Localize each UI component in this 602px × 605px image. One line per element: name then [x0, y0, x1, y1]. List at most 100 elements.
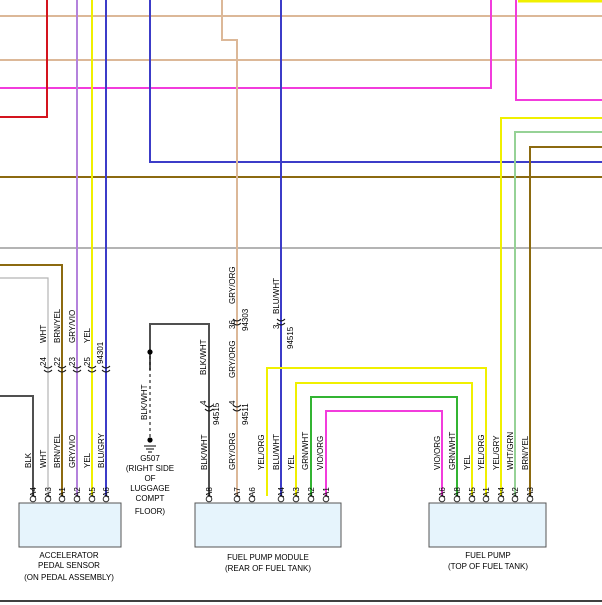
- pin-terminal: [73, 495, 81, 503]
- upper-connector-labels: 24 WHT 22 BRN/YEL 23 GRY/VIO 25 YEL 9430…: [39, 266, 295, 366]
- wire-label: GRY/ORG: [228, 432, 237, 470]
- pin-label: A3: [526, 487, 535, 497]
- pin-label: A1: [58, 487, 67, 497]
- connector-id-label: 94511: [241, 403, 250, 425]
- pin-terminal: [307, 495, 315, 503]
- ground-id: G507: [140, 454, 160, 463]
- ground-desc: OF: [144, 474, 155, 483]
- connector-pin-label: 4: [199, 400, 208, 405]
- fp-pin-labels: A6 A8 A5 A1 A4 A2 A3 VIO/ORG GRN/WHT YEL…: [433, 432, 535, 497]
- fuel-pump-box: [428, 502, 547, 548]
- pin-terminal: [58, 495, 66, 503]
- connector-pin-label: 24: [39, 357, 48, 366]
- inline-connector-symbol: [57, 365, 67, 373]
- pin-terminal: [438, 495, 446, 503]
- pin-label: A4: [277, 487, 286, 497]
- accelerator-pin-labels: A4 A3 A1 A2 A5 A6 BLK WHT BRN/YEL GRY/VI…: [24, 432, 111, 497]
- lower-connector-labels: BLK/WHT 4 94515 GRY/ORG 4 94511: [199, 339, 250, 425]
- ground-icon: [144, 445, 156, 453]
- ground-desc: (RIGHT SIDE: [126, 464, 174, 473]
- connector-pin-label: 4: [228, 400, 237, 405]
- wire-black-acc: [0, 395, 34, 496]
- wire-label: GRY/VIO: [68, 435, 77, 468]
- component-name: PEDAL SENSOR: [38, 561, 100, 570]
- wire-pink-loop: [0, 0, 492, 89]
- component-name: FUEL PUMP: [465, 551, 511, 560]
- pin-terminal: [511, 495, 519, 503]
- wire-yellow-right: [500, 117, 602, 496]
- connector-pin-label: 3: [272, 324, 281, 329]
- pin-terminal: [468, 495, 476, 503]
- pin-terminal: [526, 495, 534, 503]
- wire-red: [0, 0, 48, 118]
- connector-wire-label: BLK/WHT: [199, 339, 208, 375]
- pin-label: A8: [205, 487, 214, 497]
- pin-label: A6: [102, 487, 111, 497]
- pin-terminal: [248, 495, 256, 503]
- inline-connector-symbol: [72, 365, 82, 373]
- pin-terminal: [205, 495, 213, 503]
- wire-label: WHT/GRN: [506, 432, 515, 470]
- wire-label: GRN/WHT: [448, 432, 457, 470]
- accelerator-box: [18, 502, 122, 548]
- pin-label: A2: [73, 487, 82, 497]
- pin-label: A6: [248, 487, 257, 497]
- ground-labels: BLK/WHT G507 (RIGHT SIDE OF LUGGAGE COMP…: [126, 384, 174, 516]
- pin-terminal: [292, 495, 300, 503]
- wire-label: YEL: [83, 452, 92, 468]
- connector-wire-label: BRN/YEL: [53, 308, 62, 343]
- ground-wire-label: BLK/WHT: [140, 384, 149, 420]
- wire-label: BLK: [24, 452, 33, 468]
- pin-terminal: [44, 495, 52, 503]
- component-location: (TOP OF FUEL TANK): [448, 562, 528, 571]
- connector-wire-label: BLU/WHT: [272, 278, 281, 314]
- pin-label: A1: [322, 487, 331, 497]
- connector-pin-label: 36: [228, 320, 237, 329]
- connector-pin-label: 23: [68, 357, 77, 366]
- component-name: FUEL PUMP MODULE: [227, 553, 309, 562]
- pin-label: A6: [438, 487, 447, 497]
- fuel-pump-module-box: [194, 502, 342, 548]
- pin-terminal: [453, 495, 461, 503]
- inline-connector-symbol: [232, 318, 242, 326]
- ground-desc: FLOOR): [135, 507, 166, 516]
- wire-tan-vertical: [221, 0, 238, 496]
- upper-harness: [0, 0, 602, 496]
- connector-id-label: 94301: [96, 341, 105, 364]
- inline-connector-symbol: [101, 365, 111, 373]
- wire-label: WHT: [39, 450, 48, 468]
- wire-label: VIO/ORG: [433, 436, 442, 470]
- wire-lightgreen-right: [514, 131, 602, 496]
- ground-lead: [144, 349, 156, 453]
- pin-terminal: [88, 495, 96, 503]
- wire-grnwht: [310, 396, 458, 496]
- pin-label: A4: [29, 487, 38, 497]
- ground-desc: COMPT: [136, 494, 165, 503]
- fuel-wires: [149, 0, 487, 496]
- wire-label: BLK/WHT: [200, 434, 209, 470]
- wire-label: YEL/GRY: [492, 435, 501, 470]
- wire-label: BRN/YEL: [521, 435, 530, 470]
- wire-label: BLU/WHT: [272, 434, 281, 470]
- connector-wire-label: GRY/VIO: [68, 310, 77, 343]
- component-name: ACCELERATOR: [39, 551, 98, 560]
- wire-label: GRN/WHT: [301, 432, 310, 470]
- pin-terminal: [233, 495, 241, 503]
- inline-connector-symbol: [232, 404, 242, 412]
- inline-connector-symbol: [276, 318, 286, 326]
- inline-connector-symbol: [204, 404, 214, 412]
- wire-label: BLU/GRY: [97, 432, 106, 468]
- wire-white-acc: [0, 277, 49, 496]
- wire-vioorg: [325, 410, 443, 496]
- pin-terminal: [482, 495, 490, 503]
- inline-connector-symbol: [87, 365, 97, 373]
- inline-connector-symbol: [43, 365, 53, 373]
- pin-label: A7: [233, 487, 242, 497]
- connector-wire-label: WHT: [39, 325, 48, 343]
- connector-id-label: 94515: [212, 402, 221, 425]
- pin-label: A5: [468, 487, 477, 497]
- pin-label: A2: [511, 487, 520, 497]
- wire-pink-right: [515, 0, 602, 101]
- ground-desc: LUGGAGE: [130, 484, 170, 493]
